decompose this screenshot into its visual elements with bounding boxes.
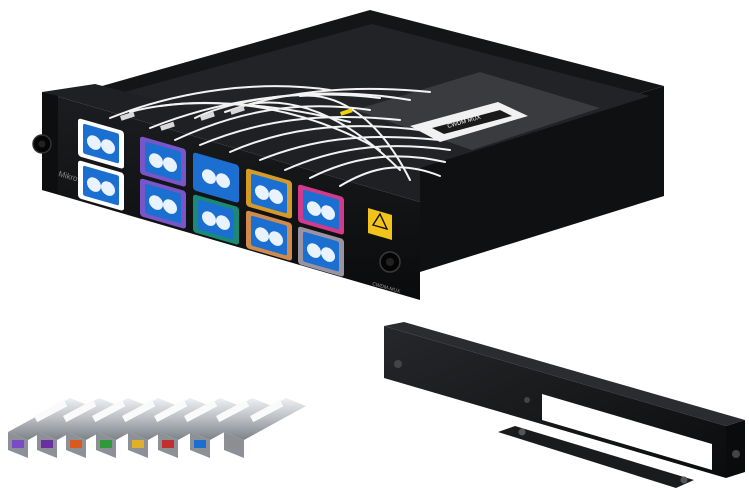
sfp-module (128, 398, 210, 458)
lc-port-1[interactable] (78, 118, 124, 169)
port-row-top (78, 118, 344, 235)
fiber-mux-drawer: CWDM MUX MikroTik CWDM-MUX (32, 10, 664, 300)
front-top-lip (42, 84, 420, 202)
rack-mount-bracket (384, 322, 745, 488)
bracket-plate (498, 426, 694, 488)
laser-warning-label (368, 208, 392, 240)
bracket-screw-hole (394, 360, 402, 368)
lc-port-7[interactable] (140, 178, 186, 229)
right-wall (420, 86, 664, 272)
lc-port-8[interactable] (193, 194, 239, 245)
lc-port-3[interactable] (193, 152, 239, 203)
fiber-bundle (109, 85, 451, 187)
bracket-cutout (542, 394, 712, 470)
sfp-module (158, 398, 240, 458)
bracket-top-flange (384, 322, 745, 426)
sfp-module (96, 398, 178, 458)
lc-port-4[interactable] (246, 168, 292, 219)
bracket-right-ear (726, 420, 745, 478)
bracket-screw-hole (732, 450, 740, 458)
sfp-module (37, 398, 119, 458)
bracket-plate-screw (518, 428, 526, 436)
sfp-module (66, 398, 148, 458)
sfp-module (8, 398, 90, 458)
fiber-boots (119, 105, 353, 131)
lc-port-10[interactable] (298, 226, 344, 277)
sfp-module (190, 398, 272, 458)
lc-port-2[interactable] (140, 136, 186, 187)
lc-port-9[interactable] (246, 210, 292, 261)
sfp-module-set (8, 398, 306, 458)
lc-port-5[interactable] (298, 184, 344, 235)
bracket-plate-screw (680, 476, 688, 484)
sfp-module (224, 398, 306, 458)
bracket-screw-hole (524, 397, 530, 403)
port-row-bottom (78, 160, 344, 277)
lc-port-6[interactable] (78, 160, 124, 211)
mux-sticker: CWDM MUX (410, 102, 528, 142)
